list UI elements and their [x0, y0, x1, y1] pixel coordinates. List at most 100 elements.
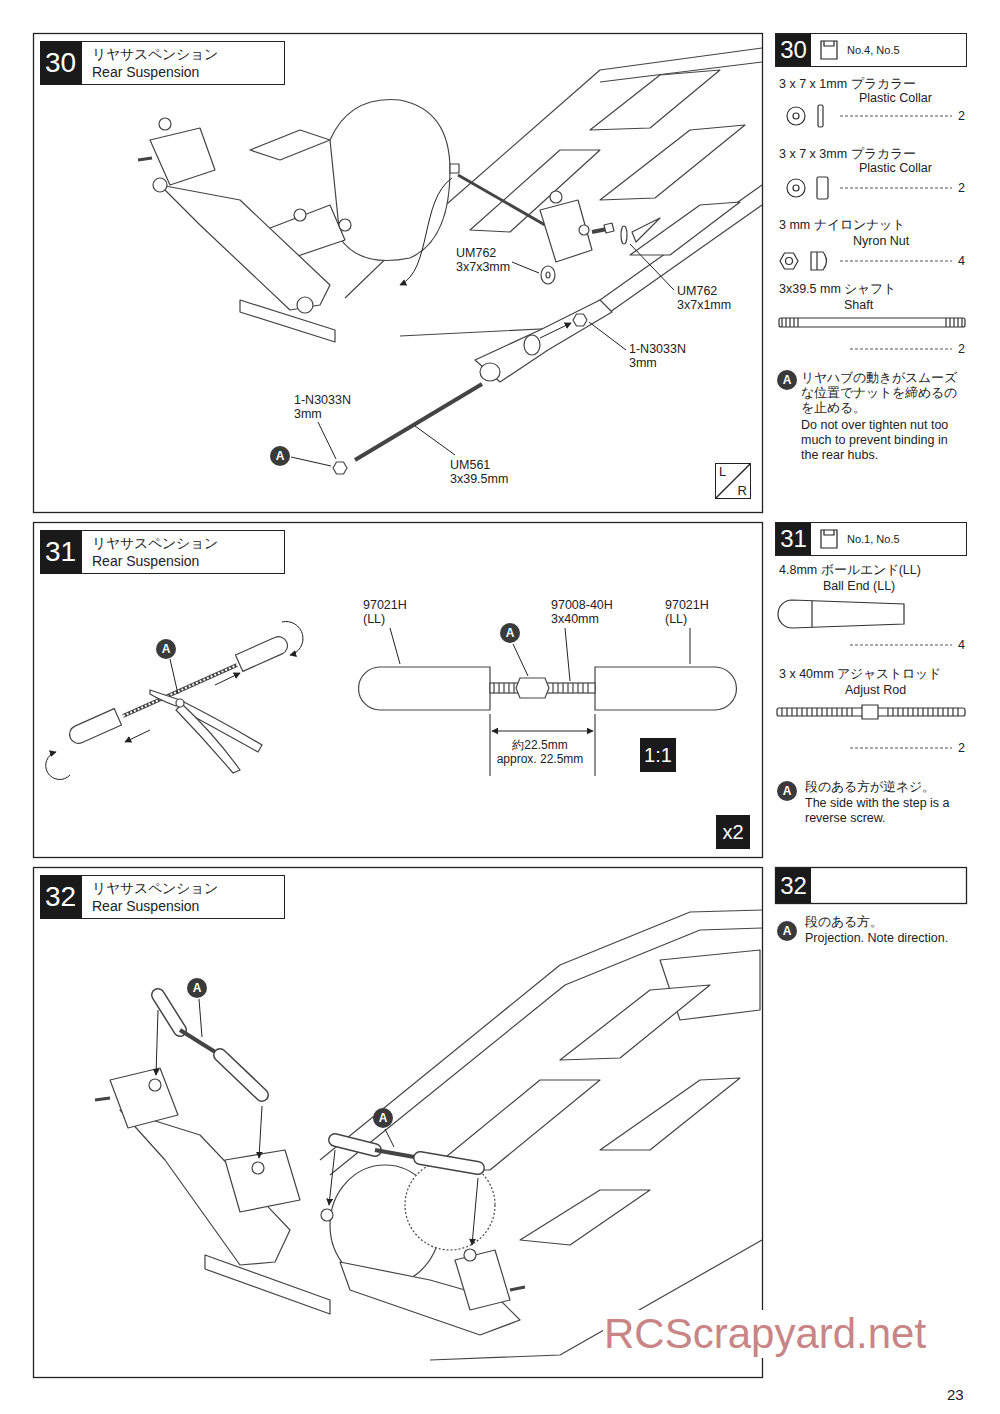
note-text: 段のある方。: [804, 915, 884, 929]
step-number-text: 30: [780, 38, 807, 62]
leader-line: [589, 322, 626, 350]
part-icon: [793, 185, 799, 191]
part-name: 3 x 40mm アジャストロッド: [778, 667, 942, 681]
rear-suspension-illustration: [450, 164, 459, 173]
part-name: 4.8mm ボールエンド(LL): [778, 563, 922, 577]
step-title: リヤサスペンションRear Suspension: [81, 875, 285, 919]
quantity-leader: [840, 116, 952, 117]
rear-suspension-illustration: [524, 335, 540, 355]
leader-line: [385, 1129, 394, 1147]
part-name: 3 mm ナイロンナット: [778, 218, 906, 232]
part-number: UM762: [455, 246, 497, 260]
chassis-illustration: [420, 1158, 478, 1168]
step-panel: [34, 523, 763, 858]
quantity-mark-text: x2: [722, 822, 743, 842]
leader-line: [46, 752, 70, 779]
step-number: 31: [40, 530, 81, 574]
step-title-text: Rear Suspension: [92, 552, 199, 570]
part-icon: [793, 113, 799, 119]
dimension: 約22.5mm: [511, 738, 568, 752]
chassis-illustration: [110, 1068, 178, 1128]
rear-suspension-illustration: [160, 185, 330, 310]
part-quantity: 2: [957, 109, 966, 123]
rear-suspension-illustration: [159, 118, 171, 130]
part-icon: [778, 600, 904, 628]
chassis-illustration: [158, 995, 180, 1030]
leader-line: [565, 628, 570, 681]
quantity-mark: x2: [716, 815, 750, 849]
chassis-illustration: [205, 1255, 330, 1314]
note-text: The side with the step is a reverse scre…: [804, 796, 966, 826]
part-quantity: 2: [957, 741, 966, 755]
step-number-text: 32: [780, 874, 807, 898]
parts-header-text: No.1, No.5: [847, 533, 900, 545]
part-size: 3mm: [293, 407, 323, 421]
chassis-illustration: [220, 1055, 262, 1095]
note-text: Projection. Note direction.: [804, 931, 949, 945]
rear-suspension-illustration: [333, 462, 347, 474]
leader-line: [215, 673, 240, 685]
step-panel: [34, 868, 763, 1378]
chassis-illustration: [252, 1162, 264, 1174]
step-number: 32: [40, 875, 81, 919]
leader-line: [170, 659, 178, 694]
leader-line: [513, 644, 528, 676]
part-name: 3 x 7 x 3mm プラカラー: [778, 147, 917, 161]
part-icon: [818, 105, 823, 127]
part-quantity: 4: [957, 638, 966, 652]
rear-suspension-illustration: [294, 209, 306, 221]
part-name: Shaft: [843, 298, 874, 312]
callout-letter-text: A: [783, 785, 792, 797]
rear-suspension-illustration: [579, 225, 589, 235]
step-title-text: リヤサスペンション: [92, 879, 218, 897]
callout-letter-text: A: [506, 627, 515, 639]
leader-line: [291, 178, 674, 466]
part-name: Plastic Collar: [858, 91, 933, 105]
step-panel: [34, 34, 967, 1378]
step-title-text: リヤサスペンション: [92, 534, 218, 552]
leader-line: [415, 426, 455, 455]
dimension-line: [490, 714, 491, 776]
leader-line: [125, 730, 150, 742]
chassis-illustration: [335, 1140, 375, 1150]
part-size: 3x39.5mm: [449, 472, 509, 486]
leader-line: [156, 1010, 158, 1075]
ball-end-illustration: [67, 709, 122, 747]
chassis-illustration: [600, 1078, 740, 1150]
chassis-illustration: [321, 1209, 333, 1221]
part-number: 97021H: [362, 598, 408, 612]
dimension-line: [490, 714, 595, 776]
rear-suspension-illustration: [546, 272, 550, 278]
rear-suspension-illustration: [297, 297, 313, 313]
leader-line: [156, 999, 478, 1245]
part-number: 97021H: [664, 598, 710, 612]
step-title-text: リヤサスペンション: [92, 45, 218, 63]
leader-line: [199, 999, 202, 1037]
rear-suspension-illustration: [240, 300, 335, 342]
step-number: 32: [776, 868, 811, 903]
rear-suspension-illustration: [480, 363, 500, 381]
leader-line: [291, 457, 331, 466]
callout-letter: A: [156, 639, 176, 659]
chassis-illustration: [180, 1030, 220, 1055]
rear-suspension-illustration: [590, 70, 720, 130]
note-text: 段のある方が逆ネジ。: [804, 780, 936, 794]
chassis-illustration: [510, 1287, 525, 1290]
leader-line: [329, 1150, 335, 1205]
chassis-illustration: [520, 1190, 650, 1245]
part-icon: [811, 252, 827, 270]
chassis-illustration: [464, 1249, 476, 1261]
quantity-leader: [850, 645, 952, 646]
parts-bag-icon: [821, 41, 837, 59]
leader-line: [690, 628, 691, 664]
parts-header: No.4, No.530: [775, 33, 967, 67]
callout-letter: A: [187, 978, 207, 998]
rear-suspension-illustration: [330, 100, 450, 261]
callout-letter-text: A: [379, 1112, 388, 1124]
step-number-text: 31: [45, 538, 76, 566]
ball-end-illustration: [236, 634, 291, 672]
leader-line: [318, 422, 336, 459]
chassis-illustration: [330, 928, 762, 1175]
ball-end-illustration: [516, 678, 549, 698]
part-name: Ball End (LL): [822, 579, 896, 593]
